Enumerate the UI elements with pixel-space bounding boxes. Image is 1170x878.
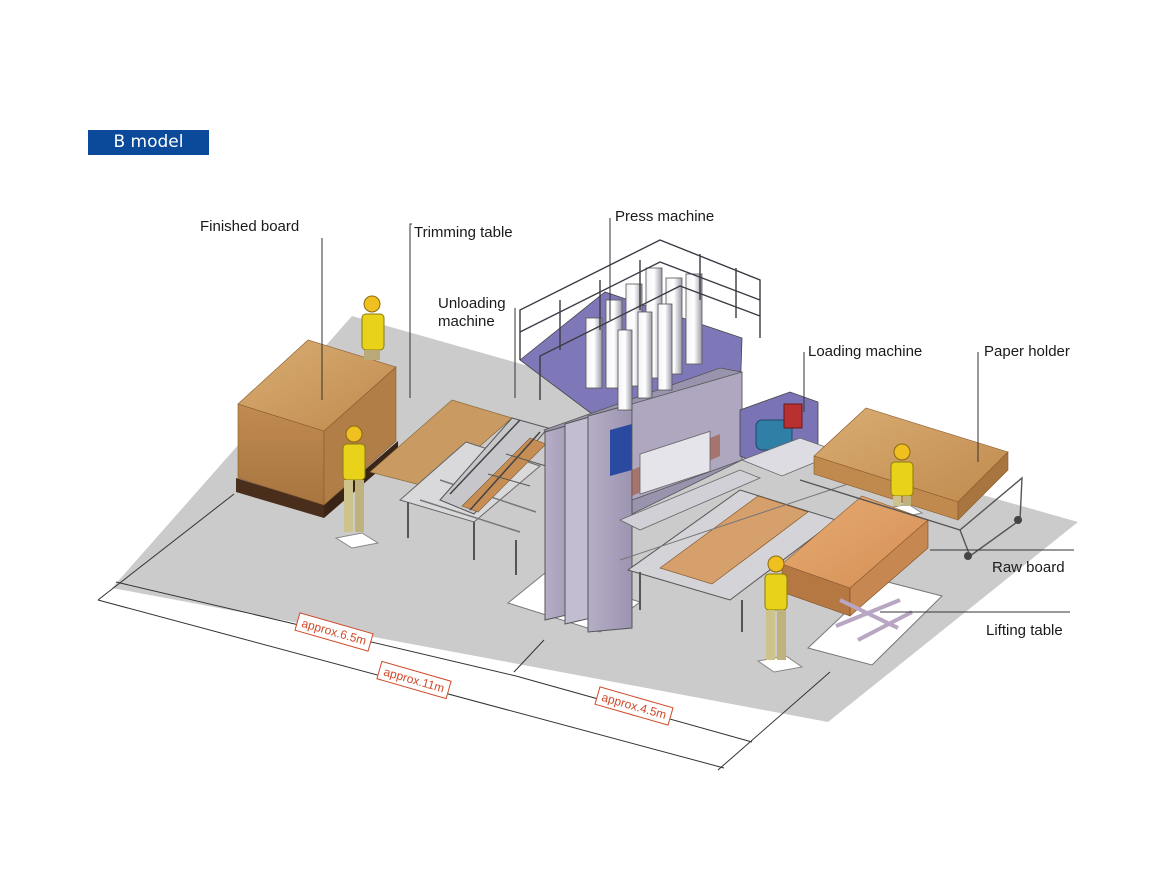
paper-holder bbox=[799, 407, 1023, 560]
label-lifting-table: Lifting table bbox=[986, 622, 1063, 639]
operator bbox=[361, 295, 385, 360]
model-badge: B model bbox=[88, 130, 209, 155]
label-trimming-table: Trimming table bbox=[414, 224, 513, 241]
lifting-table bbox=[835, 598, 913, 642]
foot-mat bbox=[334, 532, 380, 549]
label-paper-holder: Paper holder bbox=[984, 343, 1070, 360]
loading-machine bbox=[739, 391, 842, 477]
dim-text-11m: approx.11m bbox=[382, 665, 446, 696]
operator bbox=[342, 425, 366, 532]
hydraulic-cylinders bbox=[585, 267, 703, 411]
label-unloading-machine-1: Unloading bbox=[438, 295, 506, 312]
dim-label-11m: approx.11m bbox=[376, 660, 452, 700]
dim-label-4-5m: approx.4.5m bbox=[594, 686, 674, 726]
operator bbox=[764, 555, 788, 660]
dim-text-4-5m: approx.4.5m bbox=[600, 690, 668, 722]
label-raw-board: Raw board bbox=[992, 559, 1065, 576]
operator bbox=[890, 443, 914, 506]
raw-board-stack bbox=[781, 495, 929, 617]
leader-lines bbox=[321, 218, 1074, 613]
label-unloading-machine-2: machine bbox=[438, 313, 495, 330]
guard-railing bbox=[519, 239, 761, 400]
label-loading-machine: Loading machine bbox=[808, 343, 923, 360]
label-finished-board: Finished board bbox=[200, 218, 300, 235]
label-press-machine: Press machine bbox=[615, 208, 715, 225]
unloading-machine bbox=[439, 417, 549, 515]
